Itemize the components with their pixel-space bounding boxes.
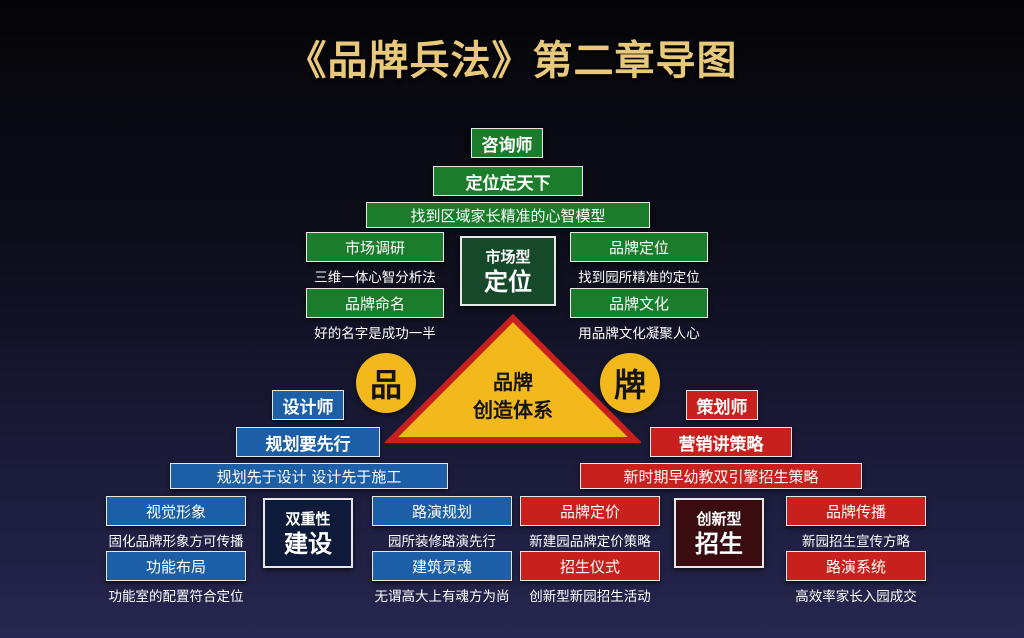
left-slogan-box: 规划要先行	[236, 427, 380, 457]
left-item-roadshow-planning-desc: 园所装修路演先行	[388, 534, 496, 550]
top-item-brand-culture-desc: 用品牌文化凝聚人心	[578, 326, 700, 342]
top-role-box: 咨询师	[471, 128, 543, 158]
right-item-brand-communication: 品牌传播	[786, 496, 926, 526]
top-item-brand-positioning: 品牌定位	[570, 232, 708, 262]
top-core-big: 定位	[484, 267, 532, 296]
right-item-roadshow-system-desc: 高效率家长入园成交	[795, 589, 917, 605]
left-item-function-layout-desc: 功能室的配置符合定位	[108, 589, 244, 605]
center-title: 品牌 创造体系	[440, 368, 586, 424]
top-item-brand-naming-desc: 好的名字是成功一半	[314, 326, 436, 342]
top-slogan-box: 定位定天下	[433, 166, 583, 196]
right-core-big: 招生	[695, 529, 743, 558]
center-title-line1: 品牌	[493, 370, 533, 394]
right-item-brand-pricing-desc: 新建园品牌定价策略	[529, 534, 651, 550]
left-role-box: 设计师	[272, 390, 344, 420]
left-item-architecture-soul-desc: 无谓高大上有魂方为尚	[374, 589, 510, 605]
right-item-enrollment-ceremony-desc: 创新型新园招生活动	[529, 589, 651, 605]
top-core-small: 市场型	[485, 247, 531, 266]
right-item-roadshow-system: 路演系统	[786, 551, 926, 581]
center-triangle	[385, 314, 641, 443]
right-item-brand-pricing: 品牌定价	[520, 496, 660, 526]
top-item-market-research: 市场调研	[306, 232, 444, 262]
right-slogan-box: 营销讲策略	[650, 427, 792, 457]
circle-pai: 牌	[600, 353, 660, 413]
right-core-small: 创新型	[696, 509, 742, 528]
top-banner: 找到区域家长精准的心智模型	[366, 202, 650, 228]
page-title: 《品牌兵法》第二章导图	[286, 37, 738, 84]
left-item-visual-identity: 视觉形象	[106, 496, 246, 526]
left-core-small: 双重性	[285, 509, 331, 528]
left-banner: 规划先于设计 设计先于施工	[170, 463, 448, 489]
top-core-box: 市场型 定位	[460, 236, 556, 306]
left-item-architecture-soul: 建筑灵魂	[372, 551, 512, 581]
right-role-box: 策划师	[686, 390, 758, 420]
right-item-brand-communication-desc: 新园招生宣传方略	[802, 534, 910, 550]
left-core-box: 双重性 建设	[263, 498, 353, 568]
left-item-function-layout: 功能布局	[106, 551, 246, 581]
top-item-market-research-desc: 三维一体心智分析法	[314, 270, 436, 286]
center-title-line2: 创造体系	[473, 398, 553, 422]
left-item-visual-identity-desc: 固化品牌形象方可传播	[108, 534, 244, 550]
left-core-big: 建设	[284, 529, 332, 558]
right-core-box: 创新型 招生	[674, 498, 764, 568]
top-item-brand-positioning-desc: 找到园所精准的定位	[578, 270, 700, 286]
right-item-enrollment-ceremony: 招生仪式	[520, 551, 660, 581]
top-item-brand-culture: 品牌文化	[570, 288, 708, 318]
top-item-brand-naming: 品牌命名	[306, 288, 444, 318]
right-banner: 新时期早幼教双引擎招生策略	[580, 463, 862, 489]
left-item-roadshow-planning: 路演规划	[372, 496, 512, 526]
circle-pin: 品	[356, 353, 416, 413]
